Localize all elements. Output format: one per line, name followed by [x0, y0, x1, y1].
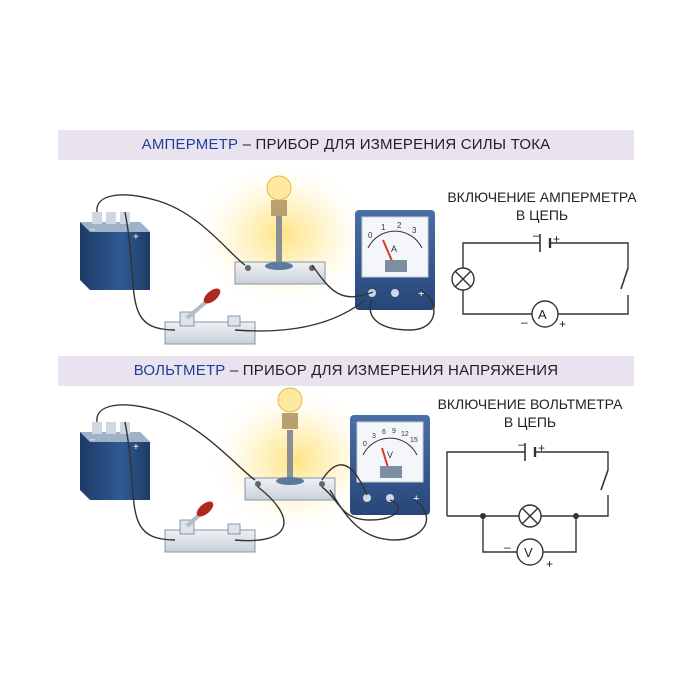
ammeter-schematic-battery-plus: +: [553, 232, 560, 246]
voltmeter-device-plus: +: [413, 493, 419, 505]
voltmeter-caption-line1: ВКЛЮЧЕНИЕ ВОЛЬТМЕТРА: [437, 396, 623, 412]
voltmeter-schematic-battery-minus: –: [518, 437, 525, 451]
ammeter-device: 0 1 2 3 A +: [355, 210, 435, 310]
switch-bottom: [164, 501, 256, 553]
voltmeter-schematic-meter-minus: –: [504, 540, 511, 554]
voltmeter-title-banner: ВОЛЬТМЕТР – ПРИБОР ДЛЯ ИЗМЕРЕНИЯ НАПРЯЖЕ…: [58, 356, 634, 386]
ammeter-title-highlight: АМПЕРМЕТР: [141, 136, 239, 153]
ammeter-scale-1: 1: [381, 223, 386, 232]
ammeter-schematic-meter-minus: –: [521, 315, 528, 329]
voltmeter-caption-line2: В ЦЕПЬ: [503, 414, 557, 430]
voltmeter-scene: – + 0 3 6 9 12 15 V +: [80, 385, 430, 553]
voltmeter-title-text: – ПРИБОР ДЛЯ ИЗМЕРЕНИЯ НАПРЯЖЕНИЯ: [225, 362, 559, 379]
ammeter-schematic-battery-minus: –: [533, 228, 540, 242]
ammeter-title-banner: АМПЕРМЕТР – ПРИБОР ДЛЯ ИЗМЕРЕНИЯ СИЛЫ ТО…: [58, 130, 634, 160]
ammeter-caption: ВКЛЮЧЕНИЕ АМПЕРМЕТРА В ЦЕПЬ: [432, 188, 652, 224]
ammeter-schematic-symbol: A: [538, 307, 547, 322]
voltmeter-schematic-node-left: [480, 513, 486, 519]
voltmeter-scale-12: 12: [401, 431, 409, 438]
voltmeter-schematic-node-right: [573, 513, 579, 519]
battery-bottom-minus: –: [90, 434, 95, 444]
ammeter-scene: – + 0 1 2 3 A +: [80, 160, 435, 345]
voltmeter-schematic-symbol: V: [524, 545, 533, 560]
ammeter-caption-line1: ВКЛЮЧЕНИЕ АМПЕРМЕТРА: [447, 189, 637, 205]
wires-top: [96, 194, 435, 332]
voltmeter-scale-15: 15: [410, 437, 418, 444]
ammeter-schematic-meter-plus: +: [559, 317, 566, 331]
ammeter-caption-line2: В ЦЕПЬ: [515, 207, 569, 223]
voltmeter-scale-6: 6: [382, 429, 386, 436]
battery-top-plus: +: [133, 232, 139, 243]
wires-bottom: [96, 404, 428, 542]
battery-top: – +: [80, 212, 150, 290]
ammeter-scale-2: 2: [397, 221, 402, 230]
switch-top: [164, 288, 256, 345]
battery-top-minus: –: [90, 224, 95, 234]
voltmeter-title-highlight: ВОЛЬТМЕТР: [133, 362, 226, 379]
voltmeter-schematic-battery-plus: +: [538, 441, 545, 455]
ammeter-device-plus: +: [418, 288, 424, 300]
voltmeter-schematic-meter-plus: +: [546, 557, 553, 571]
ammeter-title-text: – ПРИБОР ДЛЯ ИЗМЕРЕНИЯ СИЛЫ ТОКА: [238, 136, 551, 153]
voltmeter-scale-0: 0: [363, 441, 367, 448]
voltmeter-caption: ВКЛЮЧЕНИЕ ВОЛЬТМЕТРА В ЦЕПЬ: [420, 395, 640, 431]
ammeter-scale-0: 0: [368, 231, 373, 240]
voltmeter-scale-3: 3: [372, 433, 376, 440]
battery-bottom-plus: +: [133, 442, 139, 453]
ammeter-scale-3: 3: [412, 226, 417, 235]
voltmeter-device: 0 3 6 9 12 15 V +: [350, 415, 430, 515]
voltmeter-scale-9: 9: [392, 428, 396, 435]
ammeter-unit-label: A: [391, 244, 397, 254]
ammeter-schematic: [451, 234, 629, 328]
lamp-top: [234, 175, 326, 285]
battery-bottom: – +: [80, 422, 150, 500]
voltmeter-schematic: [446, 443, 609, 566]
voltmeter-unit-label: V: [387, 450, 393, 460]
